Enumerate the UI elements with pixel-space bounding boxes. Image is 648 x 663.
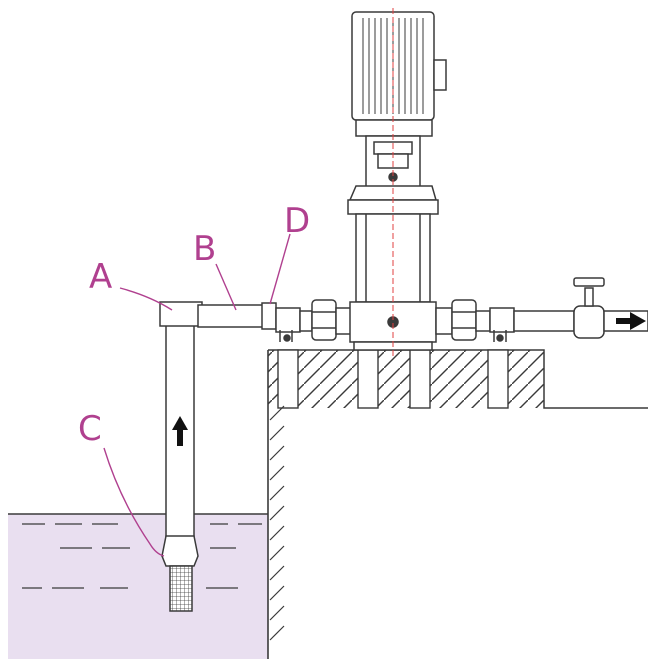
- suction-pipe: [159, 301, 277, 612]
- discharge-pipe: [513, 310, 575, 332]
- label-b: B: [193, 229, 217, 269]
- elbow-fitting: [159, 301, 203, 327]
- inlet-fittings: [275, 299, 353, 342]
- reducer-pipe: [197, 304, 271, 328]
- strainer: [169, 565, 193, 612]
- leader-d: [269, 233, 291, 305]
- leader-a: [119, 287, 173, 311]
- leader-lines: [103, 233, 291, 557]
- label-a: A: [89, 257, 113, 297]
- valve-handwheel: [573, 277, 605, 287]
- label-c: C: [78, 409, 102, 449]
- outlet-fittings: [435, 277, 648, 342]
- water-tank: [8, 513, 268, 659]
- label-d: D: [284, 201, 311, 241]
- pump-foundation: [267, 349, 648, 659]
- foot-valve: [161, 535, 199, 567]
- arrow-right-icon: [616, 312, 646, 330]
- wall-hatch: [269, 405, 285, 641]
- terminal-box: [433, 59, 447, 91]
- gate-valve: [573, 305, 605, 339]
- water-surface-lines: [22, 523, 262, 589]
- arrow-up-icon: [172, 416, 188, 446]
- leader-b: [215, 263, 237, 311]
- leader-c: [103, 447, 165, 557]
- vertical-pump: [347, 11, 447, 351]
